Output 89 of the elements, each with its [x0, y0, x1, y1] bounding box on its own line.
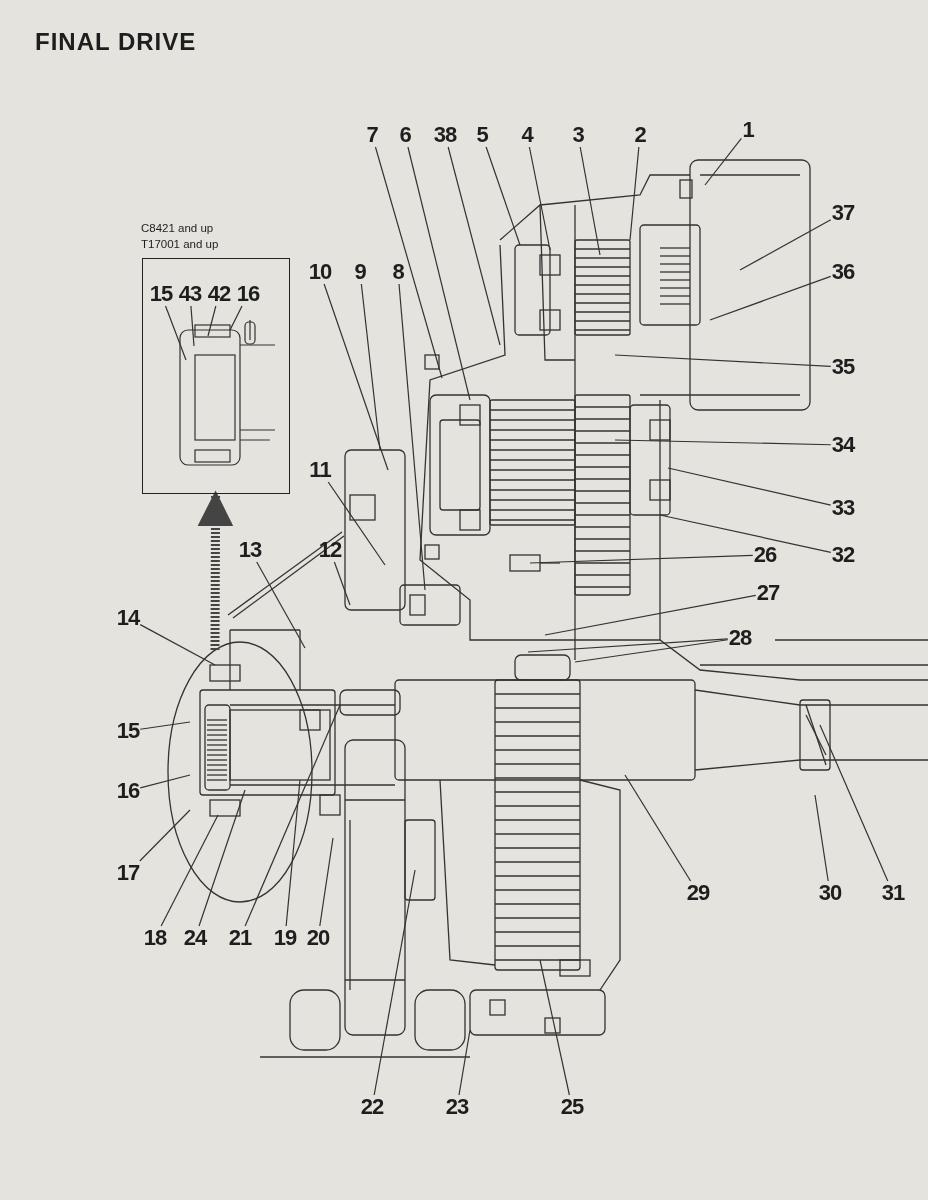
leader-line — [667, 467, 832, 506]
leader-line — [164, 305, 187, 361]
callout-number: 18 — [143, 927, 167, 949]
callout-number: 24 — [183, 927, 207, 949]
leader-line — [614, 439, 832, 446]
leader-line — [579, 146, 601, 256]
callout-number: 3 — [572, 124, 584, 146]
callout-number: 28 — [728, 627, 752, 649]
callout-number: 21 — [228, 927, 252, 949]
leader-line — [373, 869, 416, 1096]
callout-number: 12 — [318, 539, 342, 561]
callout-number: 33 — [831, 497, 855, 519]
callout-number: 6 — [399, 124, 411, 146]
callout-number: 5 — [476, 124, 488, 146]
leader-line — [624, 774, 692, 882]
diagram-title: FINAL DRIVE — [35, 28, 197, 56]
callout-number: 38 — [433, 124, 457, 146]
leader-line — [360, 283, 381, 451]
leader-line — [398, 283, 426, 591]
callout-number: 14 — [116, 607, 140, 629]
leader-line — [529, 554, 754, 564]
callout-number: 1 — [742, 119, 754, 141]
callout-number: 26 — [753, 544, 777, 566]
leader-line — [374, 146, 443, 379]
leader-line — [527, 638, 729, 653]
leader-line — [629, 146, 640, 241]
callout-number: 36 — [831, 261, 855, 283]
callout-number: 35 — [831, 356, 855, 378]
leader-line — [139, 721, 191, 730]
leader-line — [739, 219, 832, 271]
callout-number: 32 — [831, 544, 855, 566]
callout-number: 31 — [881, 882, 905, 904]
leader-line — [407, 146, 471, 401]
leader-line — [614, 354, 832, 367]
callout-number: 19 — [273, 927, 297, 949]
callout-number: 9 — [354, 261, 366, 283]
leader-line — [139, 624, 216, 666]
callout-number: 27 — [756, 582, 780, 604]
leader-line — [574, 639, 729, 663]
callout-number: 15 — [116, 720, 140, 742]
leader-line — [814, 794, 829, 882]
callout-number: 4 — [521, 124, 533, 146]
leader-line — [229, 305, 243, 331]
leader-line — [198, 789, 246, 927]
leader-line — [544, 594, 757, 636]
leader-line — [327, 481, 386, 566]
leader-line — [659, 514, 832, 553]
callout-number: 10 — [308, 261, 332, 283]
callout-number: 15 — [149, 283, 173, 305]
callout-number: 20 — [306, 927, 330, 949]
leader-line — [319, 837, 334, 927]
callout-number: 17 — [116, 862, 140, 884]
leader-line — [285, 779, 301, 927]
serial-range-note: T17001 and up — [141, 239, 219, 251]
leader-line — [244, 704, 341, 927]
callout-number: 22 — [360, 1096, 384, 1118]
callout-number: 8 — [392, 261, 404, 283]
callout-number: 11 — [309, 459, 331, 481]
callout-number: 25 — [560, 1096, 584, 1118]
callout-number: 7 — [366, 124, 378, 146]
leader-line — [323, 283, 389, 471]
hatched-arrow — [197, 490, 234, 650]
callout-number: 30 — [818, 882, 842, 904]
callout-number: 29 — [686, 882, 710, 904]
callout-number: 23 — [445, 1096, 469, 1118]
callout-number: 43 — [178, 283, 202, 305]
callout-number: 34 — [831, 434, 855, 456]
leader-line — [207, 305, 217, 337]
leader-line — [709, 275, 832, 321]
callout-number: 37 — [831, 202, 855, 224]
callout-number: 42 — [207, 283, 231, 305]
leader-line — [139, 809, 191, 862]
leader-line — [447, 146, 501, 346]
leader-line — [539, 959, 570, 1096]
leader-line — [256, 561, 306, 649]
leader-line — [333, 561, 351, 606]
serial-range-note: C8421 and up — [141, 223, 214, 235]
callout-number: 16 — [116, 780, 140, 802]
leader-line — [458, 1029, 471, 1096]
leader-line — [704, 137, 742, 186]
callout-number: 16 — [236, 283, 260, 305]
leader-line — [528, 146, 551, 251]
callout-number: 13 — [238, 539, 262, 561]
leader-line — [485, 146, 521, 246]
leader-line — [190, 305, 195, 347]
leader-line — [139, 774, 191, 789]
leader-line — [160, 814, 219, 927]
callout-number: 2 — [634, 124, 646, 146]
leader-line — [819, 724, 889, 882]
